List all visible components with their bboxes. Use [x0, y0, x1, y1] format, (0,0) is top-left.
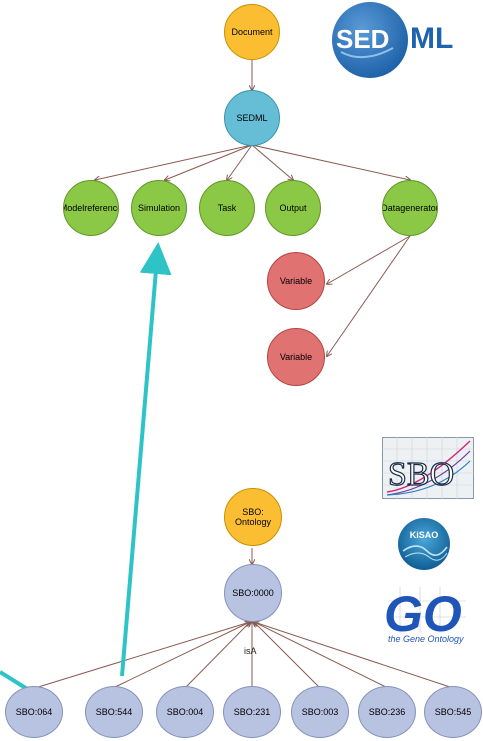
sedml-logo-sed-text: SED: [336, 24, 389, 54]
kisao-logo-graphic: KiSAO: [398, 518, 450, 570]
sedml-logo-graphic: SED ML: [332, 2, 453, 78]
edge-datagenerator-variable2: [327, 235, 411, 356]
edge-datagenerator-variable1: [327, 235, 411, 284]
kisao-logo-text: KiSAO: [410, 530, 439, 540]
sbo-logo-text: SBO: [388, 456, 454, 493]
node-sedml[interactable]: SEDML: [224, 90, 280, 146]
edge-sbo544-sbo0000: [112, 622, 250, 689]
sedml-logo: SED ML: [323, 0, 483, 78]
edge-sbo003-sbo0000: [254, 622, 321, 689]
node-sbo-004[interactable]: SBO:004: [156, 686, 214, 738]
edge-sedml-output: [251, 144, 293, 180]
sbo-logo: SBO: [382, 437, 474, 499]
node-sbo-ontology[interactable]: SBO: Ontology: [224, 488, 282, 546]
node-modelreference[interactable]: Modelreference: [63, 180, 119, 236]
go-logo-tagline: the Gene Ontology: [388, 634, 464, 644]
node-sbo-545[interactable]: SBO:545: [424, 686, 482, 738]
node-sbo-544[interactable]: SBO:544: [85, 686, 143, 738]
isa-edge-label: isA: [244, 646, 257, 656]
sedml-logo-ml-text: ML: [410, 22, 453, 55]
gene-ontology-logo: GO the Gene Ontology: [380, 583, 470, 645]
edge-sbo004-sbo0000: [184, 622, 250, 689]
node-simulation[interactable]: Simulation: [131, 180, 187, 236]
node-output[interactable]: Output: [265, 180, 321, 236]
edge-sedml-task: [227, 144, 253, 180]
edge-sedml-datagenerator: [251, 144, 410, 180]
node-datagenerator[interactable]: Datagenerator: [382, 180, 438, 236]
node-sbo-064[interactable]: SBO:064: [5, 686, 63, 738]
edge-sbo545-sbo0000: [254, 622, 454, 689]
edge-sbo236-sbo0000: [254, 622, 389, 689]
go-logo-letters: GO: [384, 586, 462, 642]
node-task[interactable]: Task: [199, 180, 255, 236]
node-variable-2[interactable]: Variable: [267, 328, 325, 386]
node-variable-1[interactable]: Variable: [267, 252, 325, 310]
node-sbo-003[interactable]: SBO:003: [291, 686, 349, 738]
kisao-logo: KiSAO: [397, 517, 451, 571]
node-sbo-236[interactable]: SBO:236: [358, 686, 416, 738]
edge-sedml-modelreference: [95, 144, 253, 180]
sbo-logo-graphic: SBO: [382, 437, 474, 499]
node-sbo-0000[interactable]: SBO:0000: [224, 564, 282, 622]
mapping-arrow-sbo544-simulation: [120, 242, 172, 677]
edge-sbo064-sbo0000: [34, 622, 250, 689]
node-sbo-231[interactable]: SBO:231: [223, 686, 281, 738]
go-logo-graphic: GO the Gene Ontology: [384, 586, 466, 644]
node-document[interactable]: Document: [224, 4, 280, 60]
edge-sedml-simulation: [165, 144, 253, 180]
